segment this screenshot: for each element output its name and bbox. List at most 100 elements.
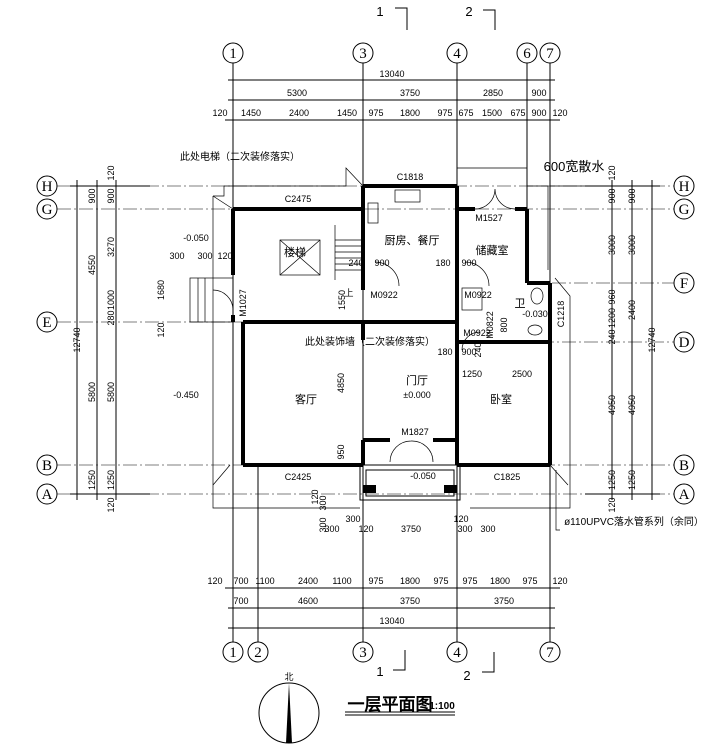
dimension-label: 975	[433, 576, 448, 586]
north-label: 北	[284, 672, 293, 682]
dimension-label: 900	[87, 188, 97, 203]
axis-label: 1	[229, 46, 237, 62]
axis-label: 4	[453, 46, 461, 62]
note: 上	[344, 288, 353, 298]
dimension-label: 1500	[482, 108, 502, 118]
dimension-label: 5300	[287, 88, 307, 98]
dimension-label: 960	[607, 289, 617, 304]
dimension-label: -0.030	[522, 309, 548, 319]
dimension-label: 1250	[87, 470, 97, 490]
dimension-label: 975	[522, 576, 537, 586]
dimension-label: 300	[324, 524, 339, 534]
dimension-label: 120	[106, 497, 116, 512]
dimension-label: 280	[106, 310, 116, 325]
dimension-label: 300	[318, 517, 328, 532]
dimension-label: 900	[531, 88, 546, 98]
dimension-label: 4950	[627, 395, 637, 415]
dimension-label: 4950	[607, 395, 617, 415]
axis-bubble	[673, 331, 695, 353]
dimension-label: 300	[318, 495, 328, 510]
dimension-label: M0922	[464, 290, 492, 300]
dimension-label: 5800	[106, 382, 116, 402]
dimension-label: 300	[480, 524, 495, 534]
room-label: 厨房、餐厅	[385, 233, 440, 247]
dimension-label: 800	[499, 317, 509, 332]
dimension-label: 3750	[400, 88, 420, 98]
dimension-label: 900	[627, 188, 637, 203]
door-swing-storage	[464, 261, 490, 287]
dimension-label: 1450	[241, 108, 261, 118]
dimension-label: 900	[106, 188, 116, 203]
dimension-label: 120	[607, 497, 617, 512]
drawing-title: 一层平面图	[348, 695, 433, 714]
eave-outline	[212, 167, 640, 509]
dimension-lines	[70, 79, 660, 629]
axis-bubble	[36, 175, 58, 197]
dimension-label: 180	[437, 347, 452, 357]
axis-grid	[57, 63, 674, 642]
dimension-label: ±0.000	[403, 390, 430, 400]
dimension-label: 3000	[607, 235, 617, 255]
dimension-label: 1800	[490, 576, 510, 586]
dimension-label: 1250	[462, 369, 482, 379]
dimension-label: 240	[607, 329, 617, 344]
axis-label: 1	[229, 645, 237, 661]
dimension-label: 700	[233, 596, 248, 606]
axis-label: H	[679, 179, 690, 195]
dimension-label: M0822	[485, 311, 495, 339]
dimension-label: 3750	[401, 524, 421, 534]
axis-bubble	[539, 641, 561, 663]
dimension-label: 2400	[627, 300, 637, 320]
dimension-label: 900	[461, 258, 476, 268]
axis-label: A	[679, 487, 690, 503]
dimension-label: 975	[368, 108, 383, 118]
dimension-label: 950	[336, 444, 346, 459]
axis-label: G	[42, 202, 53, 218]
door-swing-side	[212, 289, 234, 311]
axis-bubble	[673, 175, 695, 197]
axis-bubble	[36, 454, 58, 476]
dimension-label: 900	[461, 347, 476, 357]
dimension-label: 900	[374, 258, 389, 268]
axis-bubble	[673, 272, 695, 294]
dimension-label: 1800	[400, 108, 420, 118]
dimension-label: -0.050	[410, 471, 436, 481]
axis-label: A	[42, 487, 53, 503]
stair-treads	[334, 225, 363, 280]
axis-bubble	[222, 641, 244, 663]
axis-label: 4	[453, 645, 461, 661]
dimension-label: C1825	[494, 472, 521, 482]
dimension-label: 2400	[298, 576, 318, 586]
door-swing-bedroom	[461, 331, 481, 351]
room-label: 卧室	[490, 392, 512, 406]
axis-bubble	[352, 42, 374, 64]
dimension-label: 12740	[647, 327, 657, 352]
sink-icon	[394, 189, 421, 203]
axis-label: B	[679, 458, 689, 474]
dimension-label: 120	[607, 165, 617, 180]
section-mark: 1	[376, 4, 383, 19]
room-label: 卫	[515, 298, 526, 310]
dimension-label: 4600	[298, 596, 318, 606]
shower-icon	[461, 287, 483, 311]
dimension-label: 300	[457, 524, 472, 534]
dimension-label: 975	[462, 576, 477, 586]
axis-label: 3	[359, 645, 367, 661]
axis-bubble	[673, 198, 695, 220]
dimension-label: C1818	[397, 172, 424, 182]
dimension-label: M0922	[370, 290, 398, 300]
axis-bubble	[36, 483, 58, 505]
dimension-label: 1450	[337, 108, 357, 118]
axis-label: B	[42, 458, 52, 474]
dimension-label: 120	[310, 489, 320, 504]
axis-bubble	[516, 42, 538, 64]
note: ø110UPVC落水管系列（余同）	[564, 515, 704, 528]
dimension-label: 1100	[332, 576, 351, 586]
dimension-label: 120	[217, 251, 232, 261]
axis-bubble	[673, 454, 695, 476]
section-mark: 2	[463, 668, 470, 683]
axis-bubble	[446, 42, 468, 64]
dimension-label: -0.450	[173, 390, 199, 400]
